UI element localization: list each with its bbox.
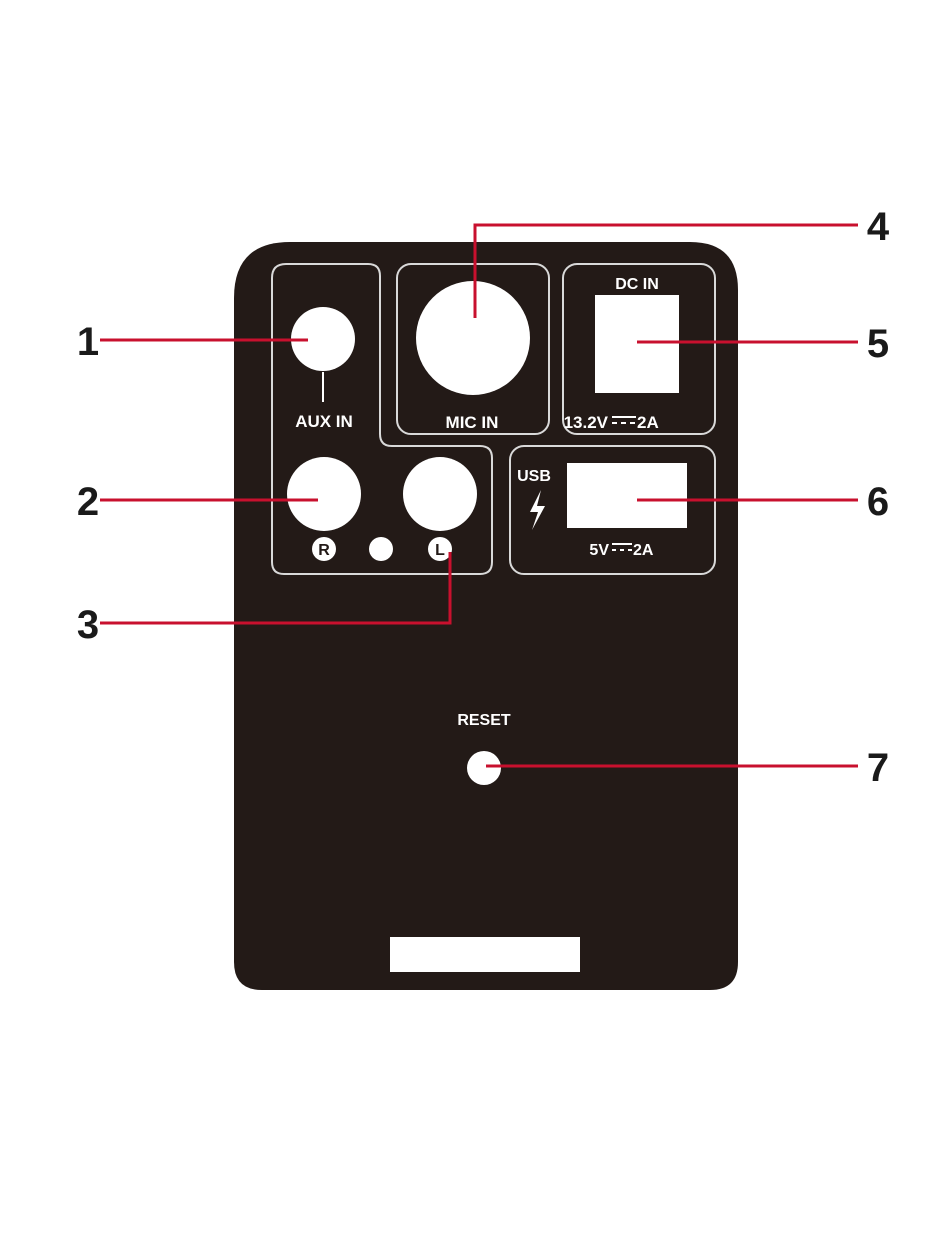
rca-left-marker: L xyxy=(428,537,452,561)
callout-number-1: 1 xyxy=(77,320,99,364)
callout-number-7: 7 xyxy=(867,746,889,790)
mic-in-label: MIC IN xyxy=(446,413,499,432)
usb-port[interactable] xyxy=(567,463,687,528)
callout-number-6: 6 xyxy=(867,480,889,524)
aux-in-label: AUX IN xyxy=(295,412,353,431)
dc-rating-current: 2A xyxy=(637,413,659,432)
rca-right-jack[interactable] xyxy=(287,457,361,531)
dc-in-label: DC IN xyxy=(615,276,659,293)
mic-in-jack[interactable] xyxy=(416,281,530,395)
svg-text:L: L xyxy=(435,542,445,559)
reset-button[interactable] xyxy=(467,751,501,785)
callout-number-4: 4 xyxy=(867,205,890,249)
usb-rating-voltage: 5V xyxy=(589,542,609,559)
callout-number-2: 2 xyxy=(77,480,99,524)
usb-label: USB xyxy=(517,468,551,485)
usb-rating-current: 2A xyxy=(633,542,654,559)
rca-right-marker: R xyxy=(312,537,336,561)
callout-number-3: 3 xyxy=(77,603,99,647)
label-plate xyxy=(390,937,580,972)
reset-label: RESET xyxy=(457,712,511,729)
dc-in-port[interactable] xyxy=(595,295,679,393)
svg-text:R: R xyxy=(318,542,330,559)
rca-left-jack[interactable] xyxy=(403,457,477,531)
callout-number-5: 5 xyxy=(867,322,889,366)
dc-rating-voltage: 13.2V xyxy=(564,413,609,432)
led-indicator xyxy=(369,537,393,561)
